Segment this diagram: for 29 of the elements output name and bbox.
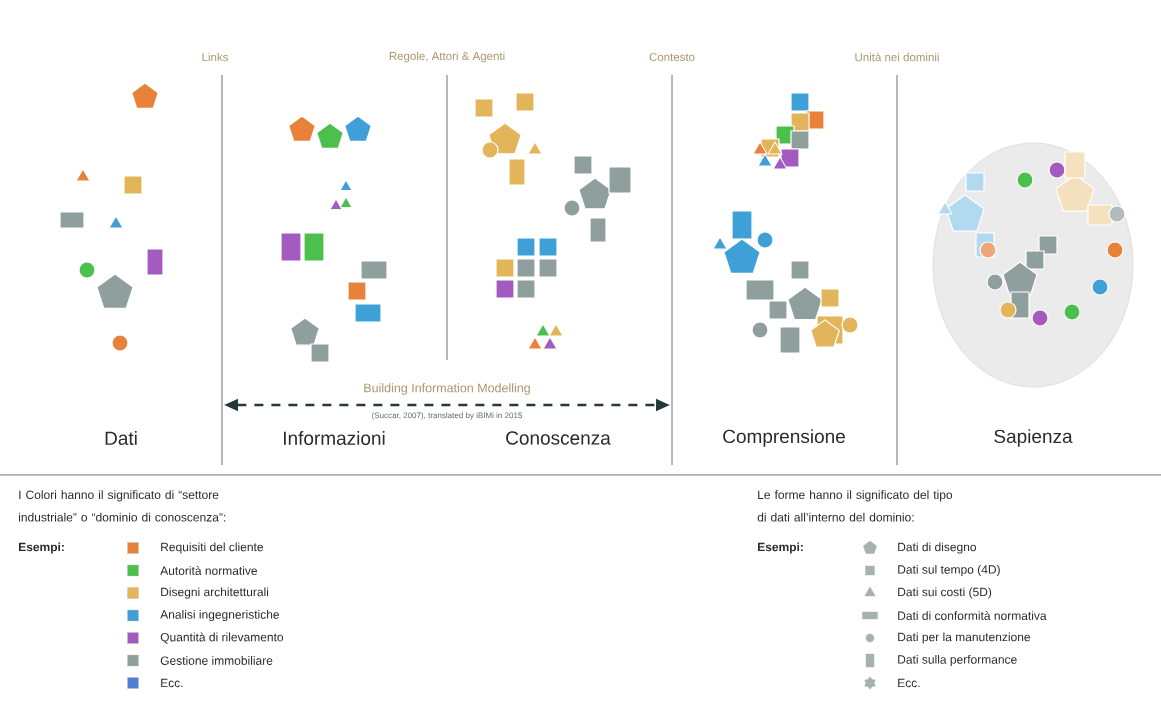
legend-entry: Ecc. <box>161 678 183 688</box>
stage-name: Informazioni <box>284 431 385 445</box>
citation: (Succar, 2007), translated by iBIMi in 2015 <box>372 412 522 420</box>
stage-name: Comprensione <box>723 429 845 447</box>
legend-entry: Dati per la manutenzione <box>898 632 1031 644</box>
legend-entry: Dati di disegno <box>898 542 977 554</box>
legend-entry: Dati sui costi (5D) <box>898 587 992 599</box>
legend-entry: Analisi ingegneristiche <box>160 609 280 622</box>
column-heading: Links <box>202 52 228 62</box>
legend-heading: Le forme hanno il significato del tipo di dati all’interno del dominio: <box>757 490 953 522</box>
examples-label: Esempi: <box>19 542 64 554</box>
column-heading: Unità nei dominii <box>855 52 939 62</box>
arrow-caption: Building Information Modelling <box>364 383 530 395</box>
legend-entry: Dati sulla performance <box>898 654 1017 667</box>
legend-entry: Dati di conformità normativa <box>898 611 1047 620</box>
stage-name: Conoscenza <box>506 431 611 445</box>
legend-entry: Dati sul tempo (4D) <box>898 564 1000 577</box>
legend-entry: Ecc. <box>898 678 920 688</box>
examples-label: Esempi: <box>758 542 803 554</box>
stage-name: Dati <box>105 431 137 445</box>
column-heading: Regole, Attori & Agenti <box>389 51 505 63</box>
column-heading: Contesto <box>649 52 695 62</box>
legend-entry: Requisiti del cliente <box>161 542 263 554</box>
legend-entry: Gestione immobiliare <box>160 656 273 665</box>
legend-entry: Autorità normative <box>160 566 257 575</box>
stage-name: Sapienza <box>994 429 1073 447</box>
legend-entry: Quantità di rilevamento <box>160 632 284 644</box>
legend-heading: I Colori hanno il significato di “settore industriale” o “dominio di conoscenza”: <box>19 490 226 522</box>
legend-entry: Disegni architetturali <box>161 587 269 599</box>
